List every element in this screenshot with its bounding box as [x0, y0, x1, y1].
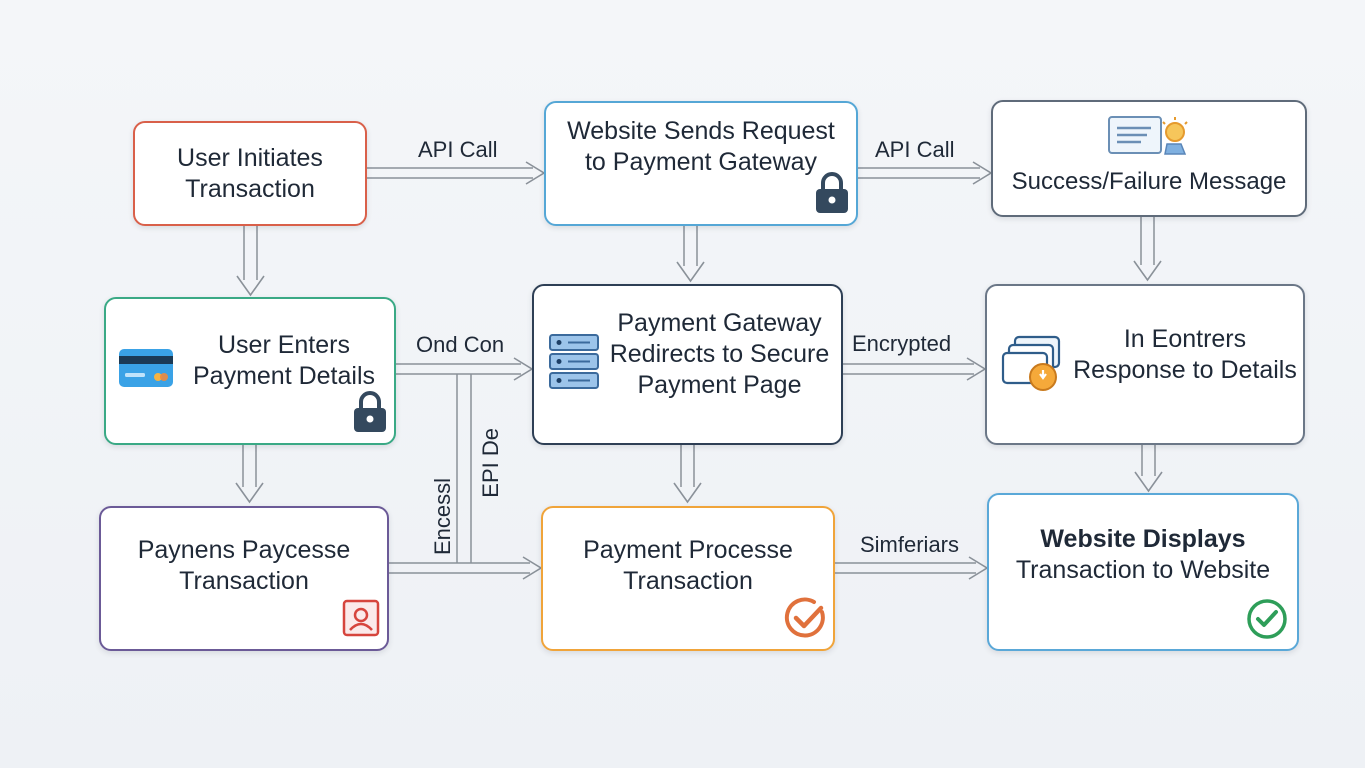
arrow-user-enters-down — [235, 445, 264, 504]
node-user-initiates-text: User Initiates Transaction — [135, 123, 365, 224]
edge-label-api-call-1: API Call — [418, 137, 498, 162]
cards-coin-icon — [1001, 335, 1061, 391]
arrow-gateway-to-in-eontrers — [843, 357, 987, 381]
connector-middle-vertical — [456, 374, 472, 563]
id-badge-icon — [342, 599, 380, 637]
edge-label-encrypted: Encrypted — [852, 331, 952, 356]
node-line: Transaction — [179, 566, 309, 595]
arrow-paynens-to-payment-processe — [389, 556, 543, 580]
node-line: Payment Page — [637, 371, 802, 399]
check-circle-icon — [1247, 599, 1287, 639]
node-in-eontrers: In Eontrers Response to Details — [985, 284, 1305, 445]
node-line: In Eontrers — [1123, 324, 1247, 353]
node-line: Transaction — [185, 174, 315, 203]
node-line: Transaction — [623, 566, 753, 595]
lock-icon — [816, 172, 848, 213]
node-success-failure-text: Success/Failure Message — [993, 148, 1305, 215]
node-line: Website Sends Request — [567, 116, 835, 145]
node-paynens-text: Paynens Paycesse Transaction — [101, 508, 387, 623]
arrow-user-initiates-down — [236, 226, 265, 297]
arrow-payment-processe-to-website-displays — [835, 556, 989, 580]
node-line: Redirects to Secure — [609, 340, 830, 368]
node-user-enters-text: User Enters Payment Details — [174, 299, 394, 423]
node-line: Transaction to Website — [1015, 556, 1271, 584]
node-line: Success/Failure Message — [1011, 168, 1287, 195]
edge-label-encessl: Encessl — [430, 478, 455, 556]
node-gateway-redirects-text: Payment Gateway Redirects to Secure Paym… — [598, 286, 841, 423]
node-line: Payment Details — [192, 362, 376, 390]
credit-card-icon — [119, 349, 173, 387]
node-payment-processe-text: Payment Processe Transaction — [543, 508, 833, 623]
edge-label-simferiars: Simferiars — [860, 532, 960, 557]
arrow-website-sends-to-success — [858, 161, 993, 185]
arrow-website-sends-down — [676, 226, 705, 283]
message-bulb-icon — [1108, 116, 1188, 155]
arrow-user-enters-to-gateway — [396, 357, 534, 381]
node-line: Paynens Paycesse — [137, 535, 351, 564]
node-success-failure: Success/Failure Message — [991, 100, 1307, 217]
edge-label-epi-de: EPI De — [478, 428, 503, 498]
node-gateway-redirects: Payment Gateway Redirects to Secure Paym… — [532, 284, 843, 445]
node-line: User Initiates — [177, 143, 323, 172]
node-line: Response to Details — [1073, 355, 1297, 384]
node-line: Payment Processe — [583, 535, 793, 564]
node-in-eontrers-text: In Eontrers Response to Details — [1067, 286, 1303, 423]
node-payment-processe: Payment Processe Transaction — [541, 506, 835, 651]
node-line: Website Displays — [1040, 525, 1246, 553]
arrow-success-down — [1133, 217, 1162, 282]
node-line: Payment Gateway — [617, 309, 822, 337]
arrow-in-eontrers-down — [1134, 445, 1163, 493]
node-line: User Enters — [218, 331, 350, 359]
lock-icon — [354, 391, 386, 432]
node-website-displays-text: Website Displays Transaction to Website — [989, 495, 1297, 615]
check-circle-icon — [784, 597, 825, 638]
node-user-enters: User Enters Payment Details — [104, 297, 396, 445]
node-user-initiates: User Initiates Transaction — [133, 121, 367, 226]
server-icon — [549, 334, 599, 389]
arrow-gateway-down — [673, 445, 702, 504]
node-paynens: Paynens Paycesse Transaction — [99, 506, 389, 651]
edge-label-api-call-2: API Call — [875, 137, 955, 162]
edge-label-ond-con: Ond Con — [416, 332, 505, 357]
node-website-sends: Website Sends Request to Payment Gateway — [544, 101, 858, 226]
node-website-displays: Website Displays Transaction to Website — [987, 493, 1299, 651]
node-website-sends-text: Website Sends Request to Payment Gateway — [546, 111, 856, 182]
node-line: to Payment Gateway — [584, 147, 818, 176]
arrow-user-initiates-to-website-sends — [367, 161, 546, 185]
